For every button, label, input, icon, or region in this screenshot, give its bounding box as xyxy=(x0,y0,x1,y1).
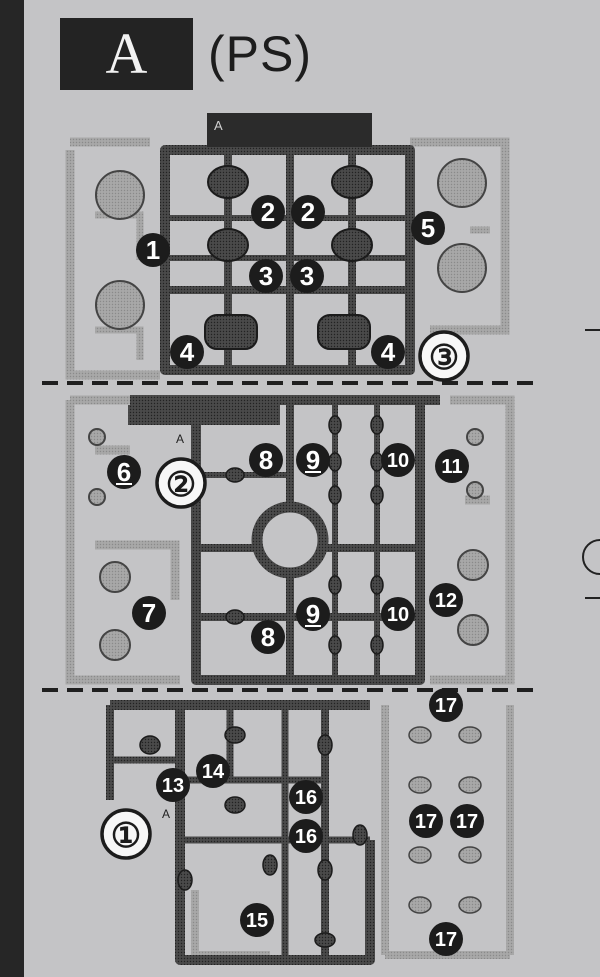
part-badge-16: 16 xyxy=(289,780,323,814)
sprue-label-plate xyxy=(207,113,372,147)
part-badge-15: 15 xyxy=(240,903,274,937)
part-badge-label: 12 xyxy=(435,590,457,612)
part-badge-label: 6 xyxy=(117,457,131,487)
part-badge-2: 2 xyxy=(291,195,325,229)
part-badge-8: 8 xyxy=(249,443,283,477)
part-badge-label: 1 xyxy=(146,235,160,265)
sprue-section-top: A xyxy=(65,113,510,380)
outer-runner-light xyxy=(65,395,515,685)
sprue-letter-label: A xyxy=(60,18,193,90)
part-badge-17: 17 xyxy=(409,804,443,838)
part-badge-5: 5 xyxy=(411,211,445,245)
part-badge-label: 2 xyxy=(261,197,275,227)
part-badge-4: 4 xyxy=(170,335,204,369)
part-badge-12: 12 xyxy=(429,583,463,617)
sprue-label-plate xyxy=(128,405,280,425)
page-edge-marks xyxy=(582,329,600,599)
part-badge-label: 9 xyxy=(306,599,320,629)
part-badge-label: 14 xyxy=(202,761,225,783)
part-badge-4: 4 xyxy=(371,335,405,369)
part-badge-label: 13 xyxy=(162,775,184,797)
part-badge-label: 2 xyxy=(301,197,315,227)
part-badge-label: 4 xyxy=(180,337,195,367)
light-link-parts xyxy=(408,726,482,914)
section-marker-1: ① xyxy=(100,808,152,860)
part-badge-label: 10 xyxy=(387,450,409,472)
part-badge-13: 13 xyxy=(156,768,190,802)
part-badge-label: 8 xyxy=(259,445,273,475)
part-badge-3: 3 xyxy=(290,259,324,293)
part-badge-label: 16 xyxy=(295,787,317,809)
light-small-parts xyxy=(88,428,489,661)
part-badge-6: 6 xyxy=(107,455,141,489)
part-badge-7: 7 xyxy=(132,596,166,630)
part-badge-label: 4 xyxy=(381,337,396,367)
section-marker-3: ③ xyxy=(418,330,470,382)
page-binding-strip xyxy=(0,0,24,977)
sprue-section-middle: A xyxy=(65,395,515,685)
section-marker-2: ② xyxy=(155,457,207,509)
sprue-tag-bottom: A xyxy=(162,807,170,821)
dark-pin-parts xyxy=(225,415,384,655)
part-badge-1: 1 xyxy=(136,233,170,267)
part-badge-label: 15 xyxy=(246,910,268,932)
part-badge-2: 2 xyxy=(251,195,285,229)
outer-runner-light xyxy=(65,137,510,380)
part-badge-8: 8 xyxy=(251,620,285,654)
part-badge-label: 16 xyxy=(295,826,317,848)
part-badge-16: 16 xyxy=(289,819,323,853)
part-badge-10: 10 xyxy=(381,443,415,477)
part-badge-label: 10 xyxy=(387,604,409,626)
part-badge-label: 5 xyxy=(421,213,435,243)
svg-text:③: ③ xyxy=(429,339,459,377)
part-badge-9: 9 xyxy=(296,597,330,631)
part-badge-label: 8 xyxy=(261,622,275,652)
part-badge-11: 11 xyxy=(435,449,469,483)
part-badge-label: 17 xyxy=(435,929,457,951)
main-runner-dark xyxy=(160,145,415,375)
dark-parts-top xyxy=(204,165,373,350)
part-badge-label: 3 xyxy=(300,261,314,291)
part-badge-14: 14 xyxy=(196,754,230,788)
part-badge-17: 17 xyxy=(450,804,484,838)
part-badge-label: 3 xyxy=(259,261,273,291)
sprue-tag-top: A xyxy=(214,118,223,133)
part-badge-label: 17 xyxy=(456,811,478,833)
part-badge-label: 9 xyxy=(306,445,320,475)
part-badge-17: 17 xyxy=(429,688,463,722)
main-runner-dark xyxy=(106,700,375,965)
svg-text:①: ① xyxy=(111,817,141,855)
svg-text:②: ② xyxy=(166,466,196,504)
sprue-section-bottom: A xyxy=(106,700,514,965)
sprue-tag-middle: A xyxy=(176,432,184,446)
part-badge-label: 11 xyxy=(441,456,462,478)
part-badge-3: 3 xyxy=(249,259,283,293)
material-code-label: (PS) xyxy=(208,26,312,82)
ring-runner-joint xyxy=(251,501,329,579)
part-badge-10: 10 xyxy=(381,597,415,631)
part-badge-9: 9 xyxy=(296,443,330,477)
part-badge-label: 7 xyxy=(142,598,156,628)
part-badge-17: 17 xyxy=(429,922,463,956)
part-badge-label: 17 xyxy=(415,811,437,833)
part-badge-label: 17 xyxy=(435,695,457,717)
dark-pin-parts xyxy=(139,726,368,948)
light-round-parts xyxy=(95,158,487,330)
